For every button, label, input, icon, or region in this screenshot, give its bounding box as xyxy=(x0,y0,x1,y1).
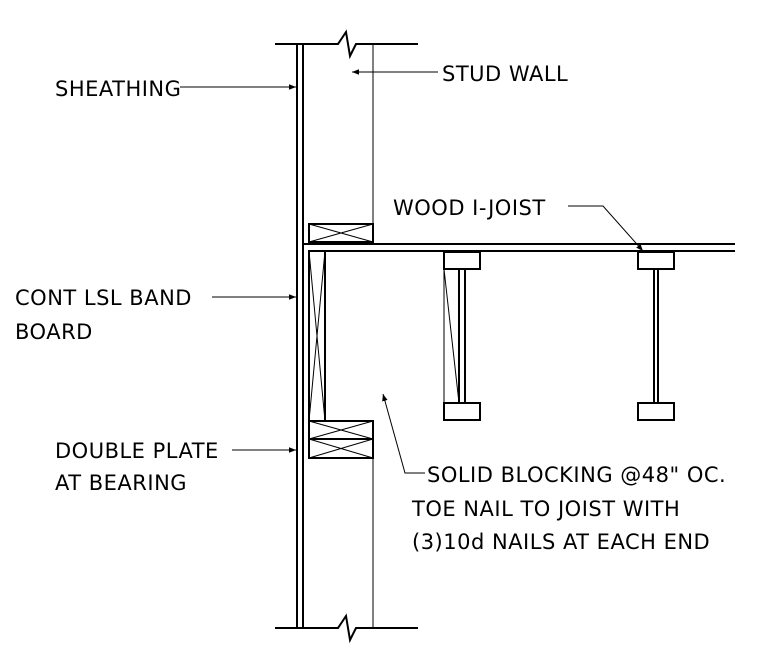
sheathing-panel xyxy=(296,44,304,628)
double-plate xyxy=(308,420,374,459)
blocking-label-line-1: SOLID BLOCKING @48" OC. xyxy=(427,463,726,487)
band-board-label-line-1: CONT LSL BAND xyxy=(15,286,192,310)
blocking-label-line-2: TOE NAIL TO JOIST WITH xyxy=(411,497,680,521)
sheathing-label: SHEATHING xyxy=(55,77,181,101)
band-board-label-line-2: BOARD xyxy=(15,320,93,344)
band-board xyxy=(308,250,326,422)
wood-i-joist-label: WOOD I-JOIST xyxy=(393,196,546,220)
subfloor xyxy=(303,243,735,252)
bottom-break-line xyxy=(275,613,418,644)
blocking-leader xyxy=(382,393,425,474)
top-plate-block xyxy=(308,223,374,243)
top-break-line xyxy=(275,29,418,60)
stud-wall-label: STUD WALL xyxy=(442,62,568,86)
double-plate-label-line-1: DOUBLE PLATE xyxy=(55,439,219,463)
i-joist-leader xyxy=(568,205,644,252)
blocking-label-line-3: (3)10d NAILS AT EACH END xyxy=(412,530,710,554)
i-joist-with-blocking xyxy=(443,251,481,421)
double-plate-label-line-2: AT BEARING xyxy=(55,471,187,495)
i-joist xyxy=(637,251,675,421)
